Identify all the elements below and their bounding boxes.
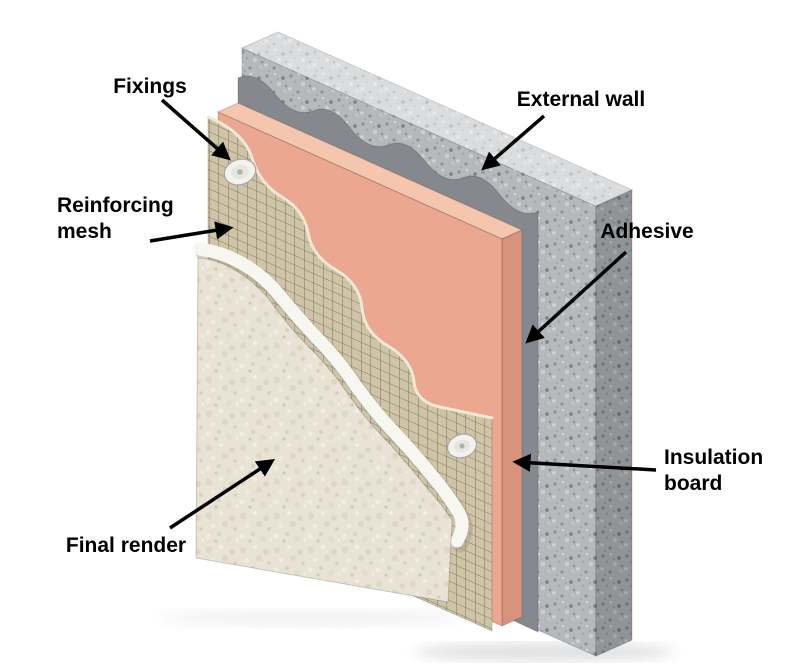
external-wall-right-face-shade — [596, 190, 632, 656]
label-final-render: Final render — [66, 534, 186, 557]
insulation-right-face — [501, 229, 523, 627]
label-fixings: Fixings — [113, 75, 187, 98]
label-external-wall: External wall — [517, 88, 645, 111]
fixing-screw-head — [459, 443, 465, 449]
arrow-external-wall — [481, 114, 546, 171]
label-reinforcing-mesh-line1: Reinforcing — [57, 194, 174, 217]
label-reinforcing-mesh-line2: mesh — [57, 220, 112, 243]
annotations: Fixings External wall Reinforcing mesh A… — [57, 75, 769, 557]
label-insulation-board: Insulation board — [664, 446, 769, 495]
arrow-reinforcing-mesh — [149, 221, 234, 243]
label-reinforcing-mesh: Reinforcing mesh — [57, 194, 180, 243]
fixing-washer-bottom — [447, 433, 477, 459]
arrow-adhesive — [525, 250, 628, 344]
fixing-screw-head — [237, 169, 243, 175]
arrow-fixings — [160, 98, 231, 161]
label-insulation-board-line2: board — [664, 472, 722, 495]
ground-shadow-left — [160, 610, 460, 626]
label-adhesive: Adhesive — [600, 220, 693, 243]
ground-shadow-right — [415, 643, 675, 661]
reinforcing-mesh-layer — [206, 115, 494, 632]
arrow-insulation-board — [512, 453, 657, 472]
fixing-washer-top — [223, 158, 257, 186]
arrow-final-render — [169, 459, 276, 530]
mesh-torn-edge-highlight — [206, 115, 494, 420]
label-insulation-board-line1: Insulation — [664, 446, 763, 469]
